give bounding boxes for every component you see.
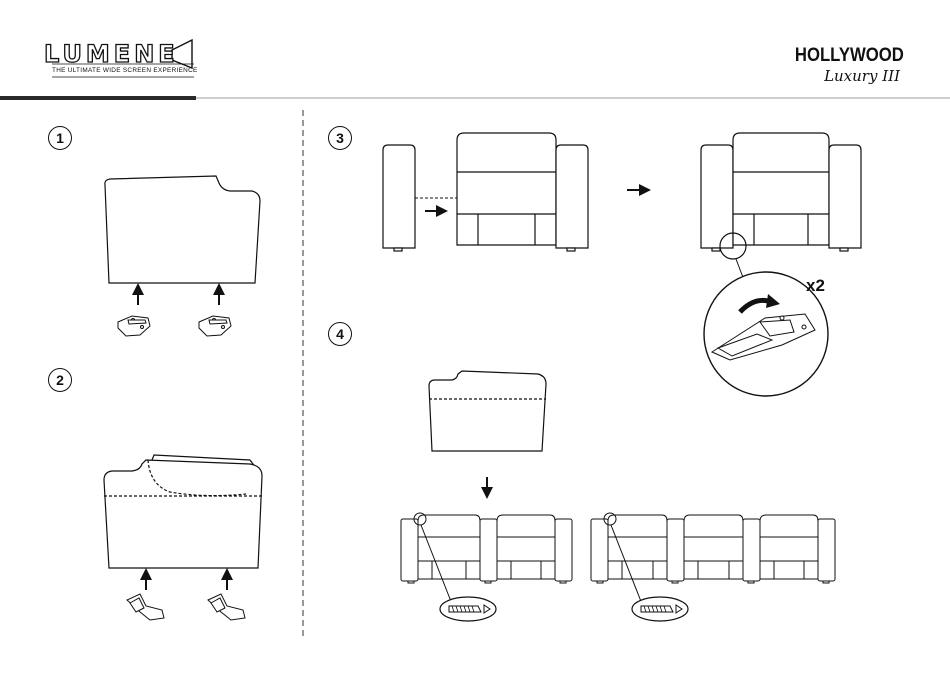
step4-backrest [429,371,546,451]
brand-tagline: THE ULTIMATE WIDE SCREEN EXPERIENCE [52,67,198,74]
step1-arrows [138,289,219,305]
step4-screw-detail-left [440,597,496,621]
step1-bracket-right [199,316,231,336]
step2-bracket-left [127,594,164,620]
step-number-4: 4 [328,322,352,346]
product-subtitle: Luxury III [824,67,900,85]
step-number-1: 1 [48,126,72,150]
step2-arrows [146,574,227,590]
step4-row-three-seat [591,515,835,583]
step-number-3: 3 [328,126,352,150]
step-number-2: 2 [48,368,72,392]
step2-backrest [104,455,262,568]
header-rule [196,97,950,99]
step3-seat-module [457,133,556,245]
step3-assembled-unit [701,133,861,251]
step2-bracket-right [208,594,245,620]
quantity-label: x2 [806,276,825,296]
product-name: HOLLYWOOD [795,45,904,67]
step1-backrest [105,176,260,283]
step1-bracket-left [118,316,150,336]
step4-screw-detail-right [632,597,688,621]
brand-logo: LUMENE [44,40,179,68]
step3-side-arm [383,145,415,251]
header-accent-bar [0,96,196,100]
step3-right-arm [556,145,588,251]
step4-row-two-seat [401,515,572,583]
